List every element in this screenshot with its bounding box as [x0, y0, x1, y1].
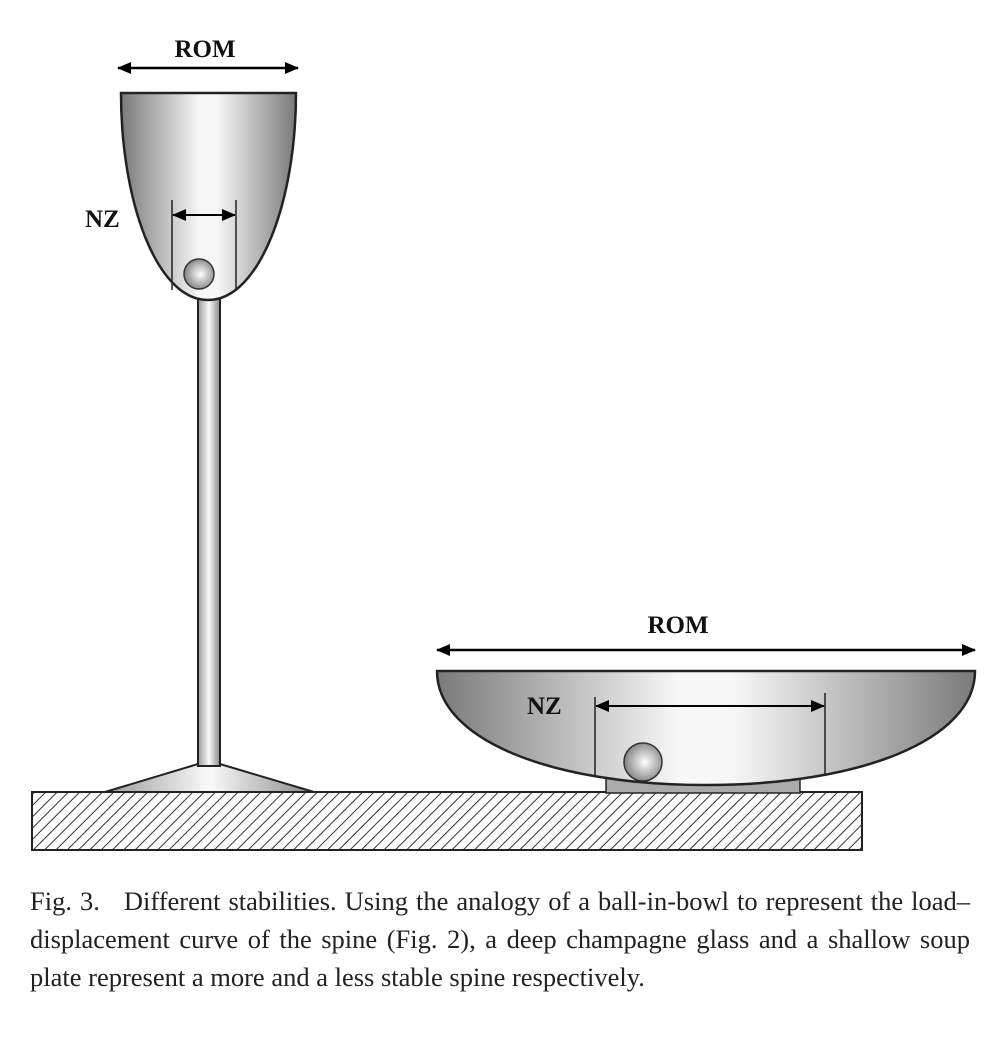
glass-bowl: [119, 91, 298, 302]
plate-bowl: [435, 669, 977, 787]
plate-nz-label: NZ: [527, 693, 562, 720]
champagne-glass: ROM NZ: [85, 36, 315, 793]
glass-rom-label: ROM: [174, 36, 235, 63]
glass-ball: [183, 258, 215, 290]
caption-text: Different stabilities. Using the analogy…: [30, 886, 970, 992]
caption-number: Fig. 3.: [30, 886, 100, 916]
figure-caption: Fig. 3. Different stabilities. Using the…: [30, 882, 970, 996]
plate-rom-label: ROM: [647, 612, 708, 639]
soup-plate: ROM NZ: [435, 612, 977, 794]
glass-nz-label: NZ: [85, 206, 120, 233]
glass-base: [104, 763, 315, 793]
plate-ball: [623, 742, 663, 782]
ground-surface: [31, 791, 863, 851]
glass-stem: [197, 297, 221, 767]
